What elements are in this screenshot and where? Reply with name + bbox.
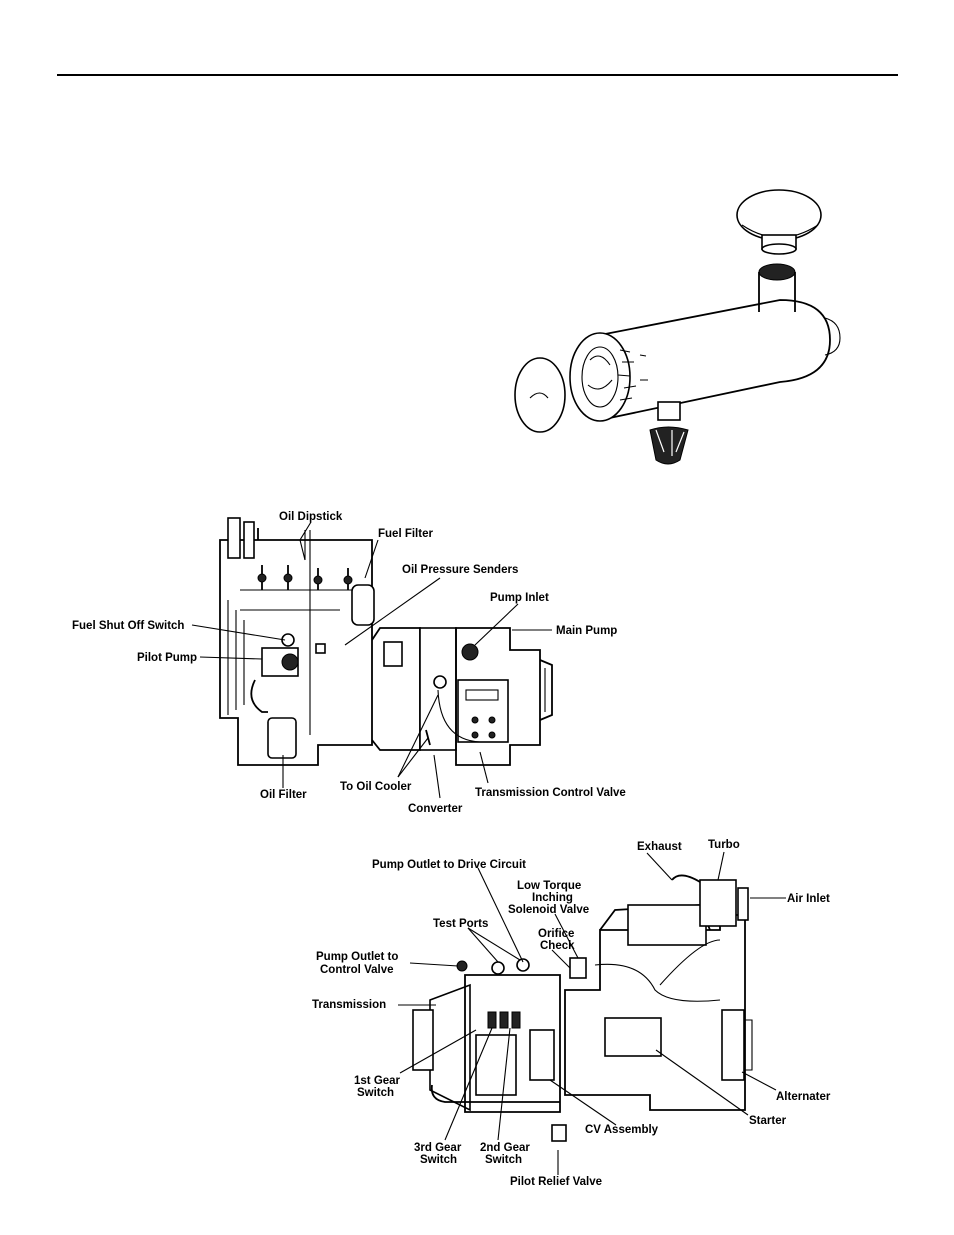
label-fuel-filter: Fuel Filter bbox=[378, 528, 433, 540]
label-third-gear-2: Switch bbox=[420, 1154, 457, 1166]
label-pump-outlet-drive-circuit: Pump Outlet to Drive Circuit bbox=[372, 859, 526, 871]
label-low-torque-1: Low Torque bbox=[517, 880, 581, 892]
label-cv-assembly: CV Assembly bbox=[585, 1124, 659, 1136]
label-first-gear-2: Switch bbox=[357, 1087, 394, 1099]
label-oil-dipstick: Oil Dipstick bbox=[279, 511, 343, 523]
figure2-callouts: Oil Dipstick Fuel Filter Oil Pressure Se… bbox=[72, 511, 626, 815]
label-pump-inlet: Pump Inlet bbox=[490, 592, 549, 604]
label-exhaust: Exhaust bbox=[637, 841, 682, 853]
label-oil-filter: Oil Filter bbox=[260, 789, 307, 801]
label-oil-pressure-senders: Oil Pressure Senders bbox=[402, 564, 518, 576]
engine-side-view-illustration bbox=[219, 517, 553, 766]
label-converter: Converter bbox=[408, 803, 463, 815]
header-rule bbox=[57, 74, 898, 76]
label-low-torque-3: Solenoid Valve bbox=[508, 904, 589, 916]
label-orifice-1: Orifice bbox=[538, 928, 574, 940]
air-cleaner-illustration bbox=[514, 189, 841, 465]
label-starter: Starter bbox=[749, 1115, 787, 1127]
label-second-gear-2: Switch bbox=[485, 1154, 522, 1166]
label-pilot-pump: Pilot Pump bbox=[137, 652, 197, 664]
label-first-gear-1: 1st Gear bbox=[354, 1075, 401, 1087]
leader-lines bbox=[191, 521, 786, 1175]
label-low-torque-2: Inching bbox=[532, 892, 573, 904]
engine-transmission-side-view-illustration bbox=[412, 874, 753, 1142]
label-fuel-shut-off-switch: Fuel Shut Off Switch bbox=[72, 620, 184, 632]
label-to-oil-cooler: To Oil Cooler bbox=[340, 781, 412, 793]
label-main-pump: Main Pump bbox=[556, 625, 617, 637]
figure3-callouts: Pump Outlet to Drive Circuit Exhaust Tur… bbox=[312, 839, 831, 1188]
label-orifice-2: Check bbox=[540, 940, 575, 952]
label-alternater: Alternater bbox=[776, 1091, 831, 1103]
label-transmission-control-valve: Transmission Control Valve bbox=[475, 787, 626, 799]
label-second-gear-1: 2nd Gear bbox=[480, 1142, 530, 1154]
label-test-ports: Test Ports bbox=[433, 918, 488, 930]
label-pump-outlet-control-1: Pump Outlet to bbox=[316, 951, 398, 963]
label-pilot-relief-valve: Pilot Relief Valve bbox=[510, 1176, 602, 1188]
label-turbo: Turbo bbox=[708, 839, 740, 851]
label-transmission: Transmission bbox=[312, 999, 386, 1011]
label-air-inlet: Air Inlet bbox=[787, 893, 830, 905]
label-third-gear-1: 3rd Gear bbox=[414, 1142, 462, 1154]
label-pump-outlet-control-2: Control Valve bbox=[320, 964, 394, 976]
